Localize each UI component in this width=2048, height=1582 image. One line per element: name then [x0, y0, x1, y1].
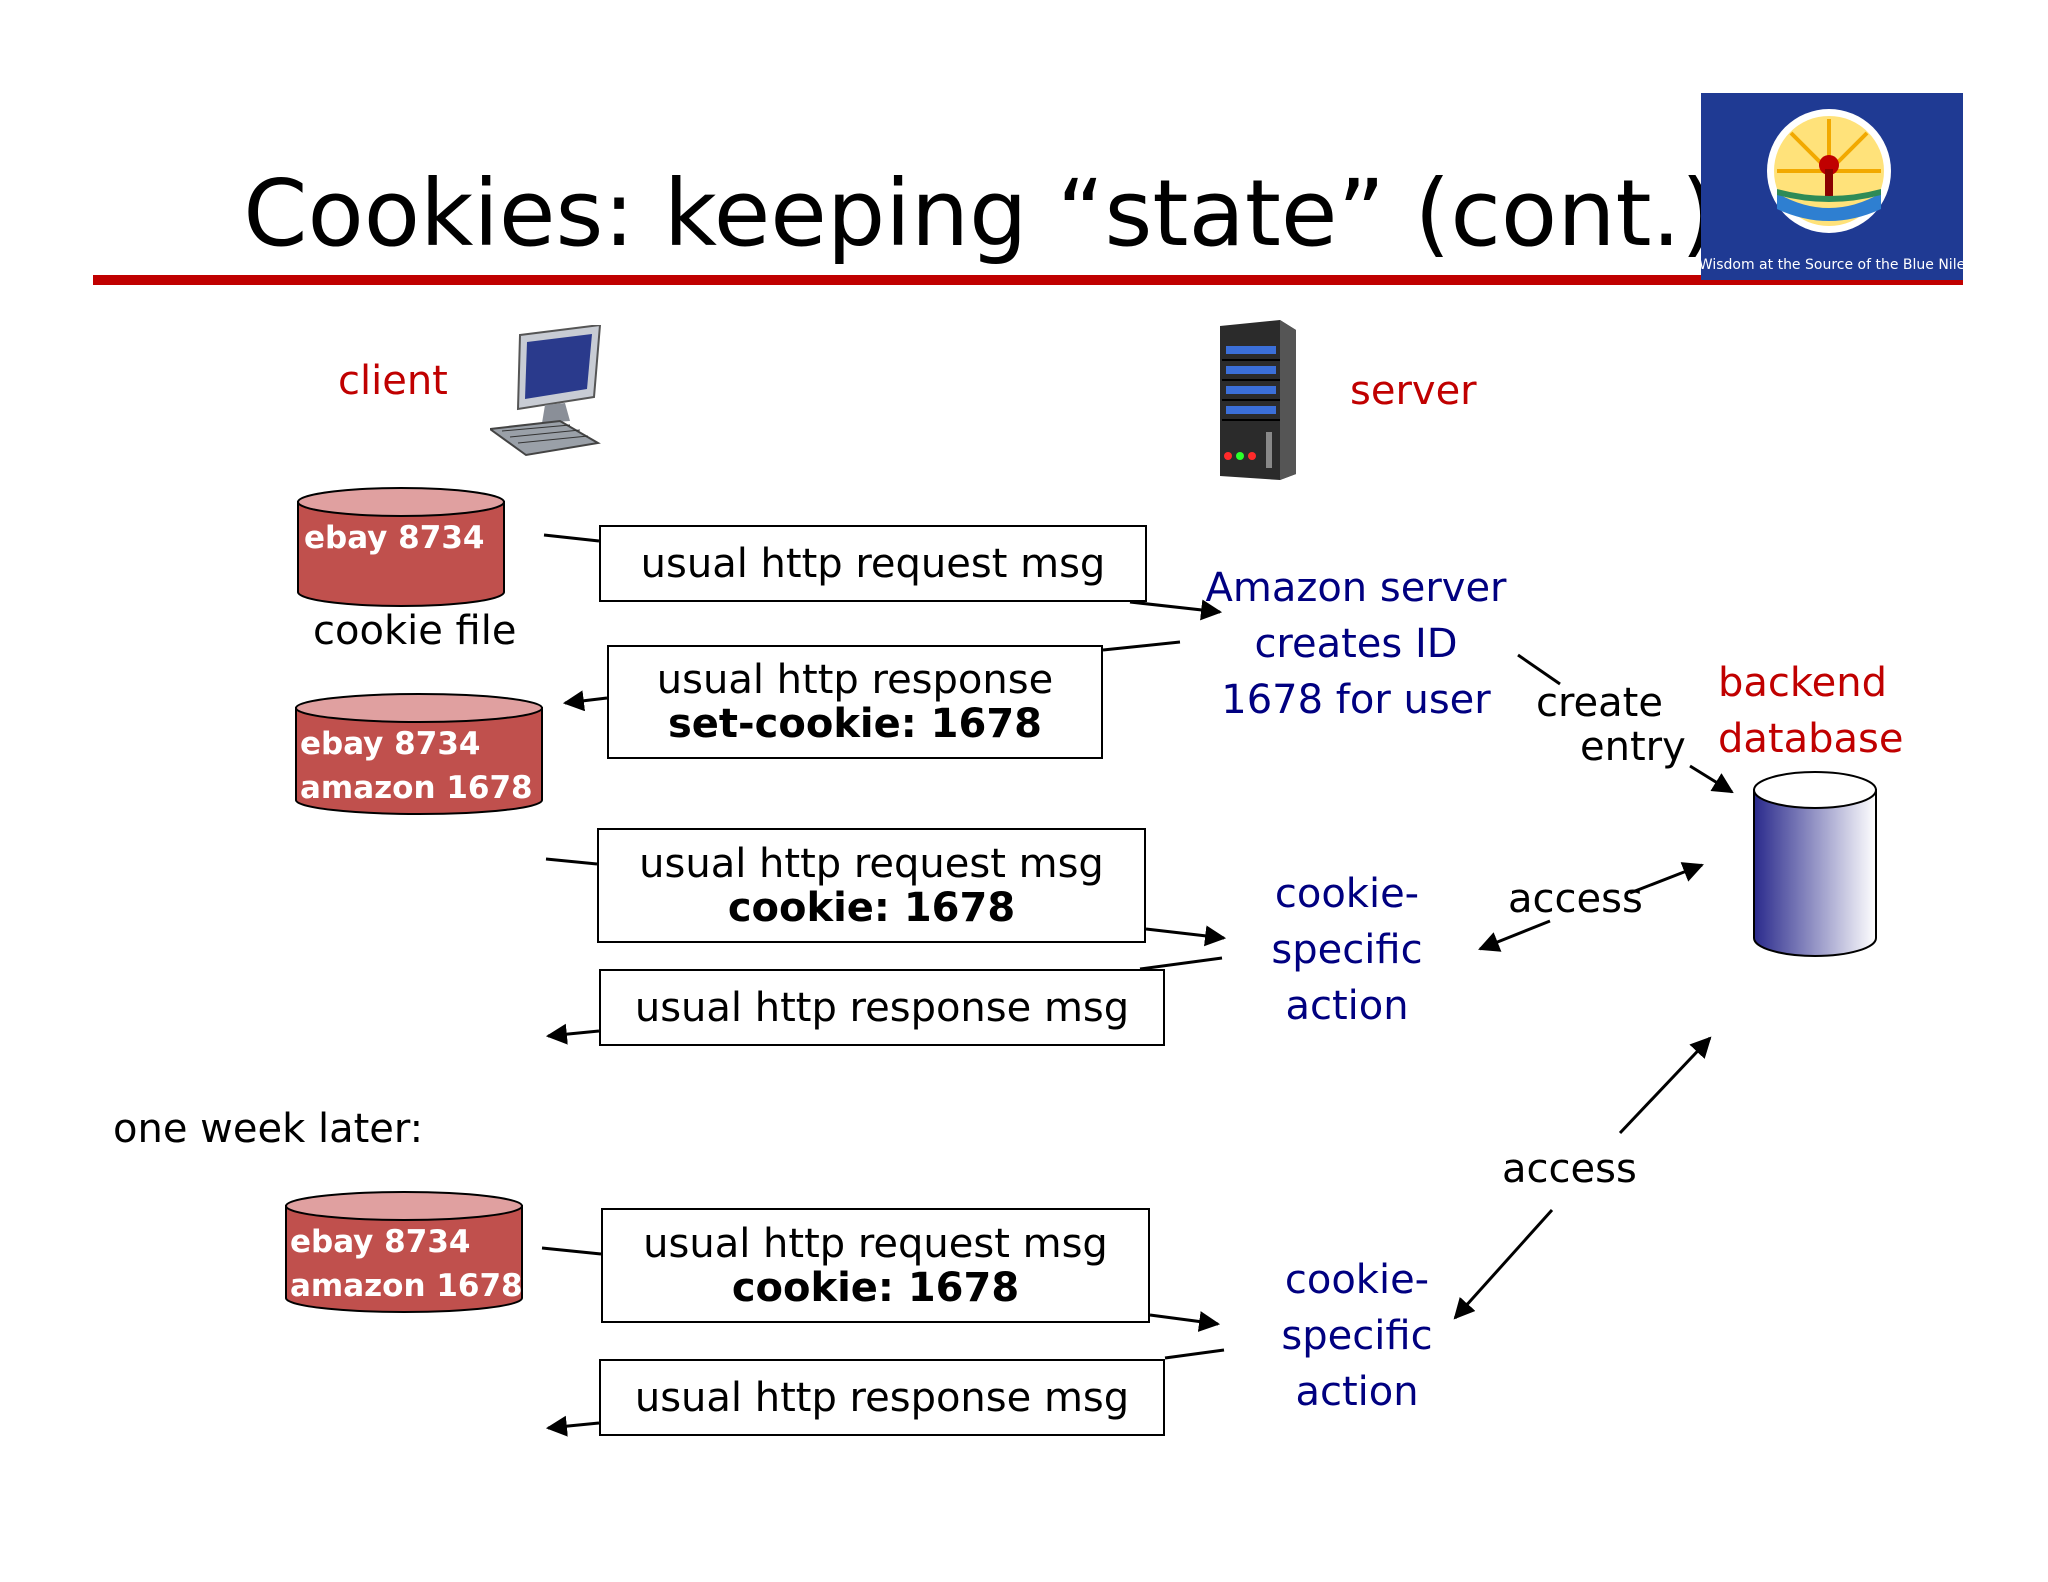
response-arrow: [562, 690, 608, 712]
cookie-header: cookie: 1678: [731, 1264, 1020, 1311]
message-text: usual http response msg: [634, 1374, 1130, 1421]
title-divider: [93, 275, 1963, 285]
http-response-message: usual http response msg: [599, 1359, 1165, 1436]
message-text: usual http request msg: [640, 540, 1106, 587]
message-text: usual http request msg: [639, 840, 1104, 887]
http-request-message: usual http request msg cookie: 1678: [601, 1208, 1150, 1323]
message-text: usual http response: [656, 657, 1054, 703]
request-arrow: [545, 857, 598, 866]
cookie-file-label: cookie file: [313, 608, 517, 654]
http-request-message: usual http request msg cookie: 1678: [597, 828, 1146, 943]
response-arrow: [545, 1023, 600, 1045]
client-label: client: [338, 358, 448, 404]
response-arrow: [1139, 956, 1223, 971]
cookie-specific-action: cookie- specific action: [1271, 871, 1423, 1029]
entry-label: entry: [1580, 724, 1686, 770]
cookie-file-cylinder: ebay 8734 amazon 1678: [284, 1190, 524, 1318]
cookie-entry: ebay 8734: [300, 726, 481, 762]
cookie-entry: amazon 1678: [290, 1268, 523, 1304]
cookie-header: cookie: 1678: [727, 884, 1016, 931]
cookie-entry: amazon 1678: [300, 770, 533, 806]
logo-caption: Wisdom at the Source of the Blue Nile: [1701, 257, 1963, 273]
database-label: database: [1718, 716, 1904, 762]
create-entry-arrow: [1689, 764, 1734, 794]
cookie-file-cylinder: ebay 8734: [296, 486, 506, 612]
one-week-later-label: one week later:: [113, 1106, 424, 1152]
message-text: usual http request msg: [643, 1220, 1108, 1267]
computer-icon: [487, 323, 610, 469]
university-logo: Wisdom at the Source of the Blue Nile: [1699, 93, 1965, 280]
cookie-entry: ebay 8734: [290, 1224, 471, 1260]
cookie-file-cylinder: ebay 8734 amazon 1678: [294, 692, 544, 820]
create-entry-arrow: [1517, 653, 1561, 686]
response-arrow: [1164, 1348, 1225, 1360]
backend-label: backend: [1718, 660, 1887, 706]
server-icon: [1210, 320, 1306, 484]
message-text: usual http response msg: [634, 984, 1130, 1031]
http-request-message: usual http request msg: [599, 525, 1147, 602]
cookie-entry: ebay 8734: [304, 520, 485, 556]
access-label: access: [1508, 876, 1643, 922]
request-arrow: [1145, 925, 1227, 947]
database-icon: [1752, 770, 1878, 962]
request-arrow: [1149, 1311, 1221, 1332]
http-response-message: usual http response msg: [599, 969, 1165, 1046]
create-label: create: [1536, 680, 1663, 726]
request-arrow: [543, 533, 600, 543]
access-arrow: [1629, 862, 1704, 895]
page-title: Cookies: keeping “state” (cont.): [243, 160, 1717, 267]
server-label: server: [1350, 368, 1477, 414]
access-label: access: [1502, 1146, 1637, 1192]
amazon-server-note: Amazon server creates ID 1678 for user: [1205, 565, 1507, 723]
cookie-specific-action: cookie- specific action: [1281, 1257, 1433, 1415]
access-arrow: [1478, 919, 1551, 952]
response-arrow: [1102, 640, 1181, 652]
http-response-message: usual http response set-cookie: 1678: [607, 645, 1103, 759]
access-arrow: [1618, 1036, 1712, 1135]
access-arrow: [1453, 1208, 1554, 1320]
request-arrow: [541, 1246, 602, 1256]
response-arrow: [545, 1415, 600, 1437]
set-cookie-header: set-cookie: 1678: [667, 701, 1043, 747]
request-arrow: [1129, 599, 1223, 621]
